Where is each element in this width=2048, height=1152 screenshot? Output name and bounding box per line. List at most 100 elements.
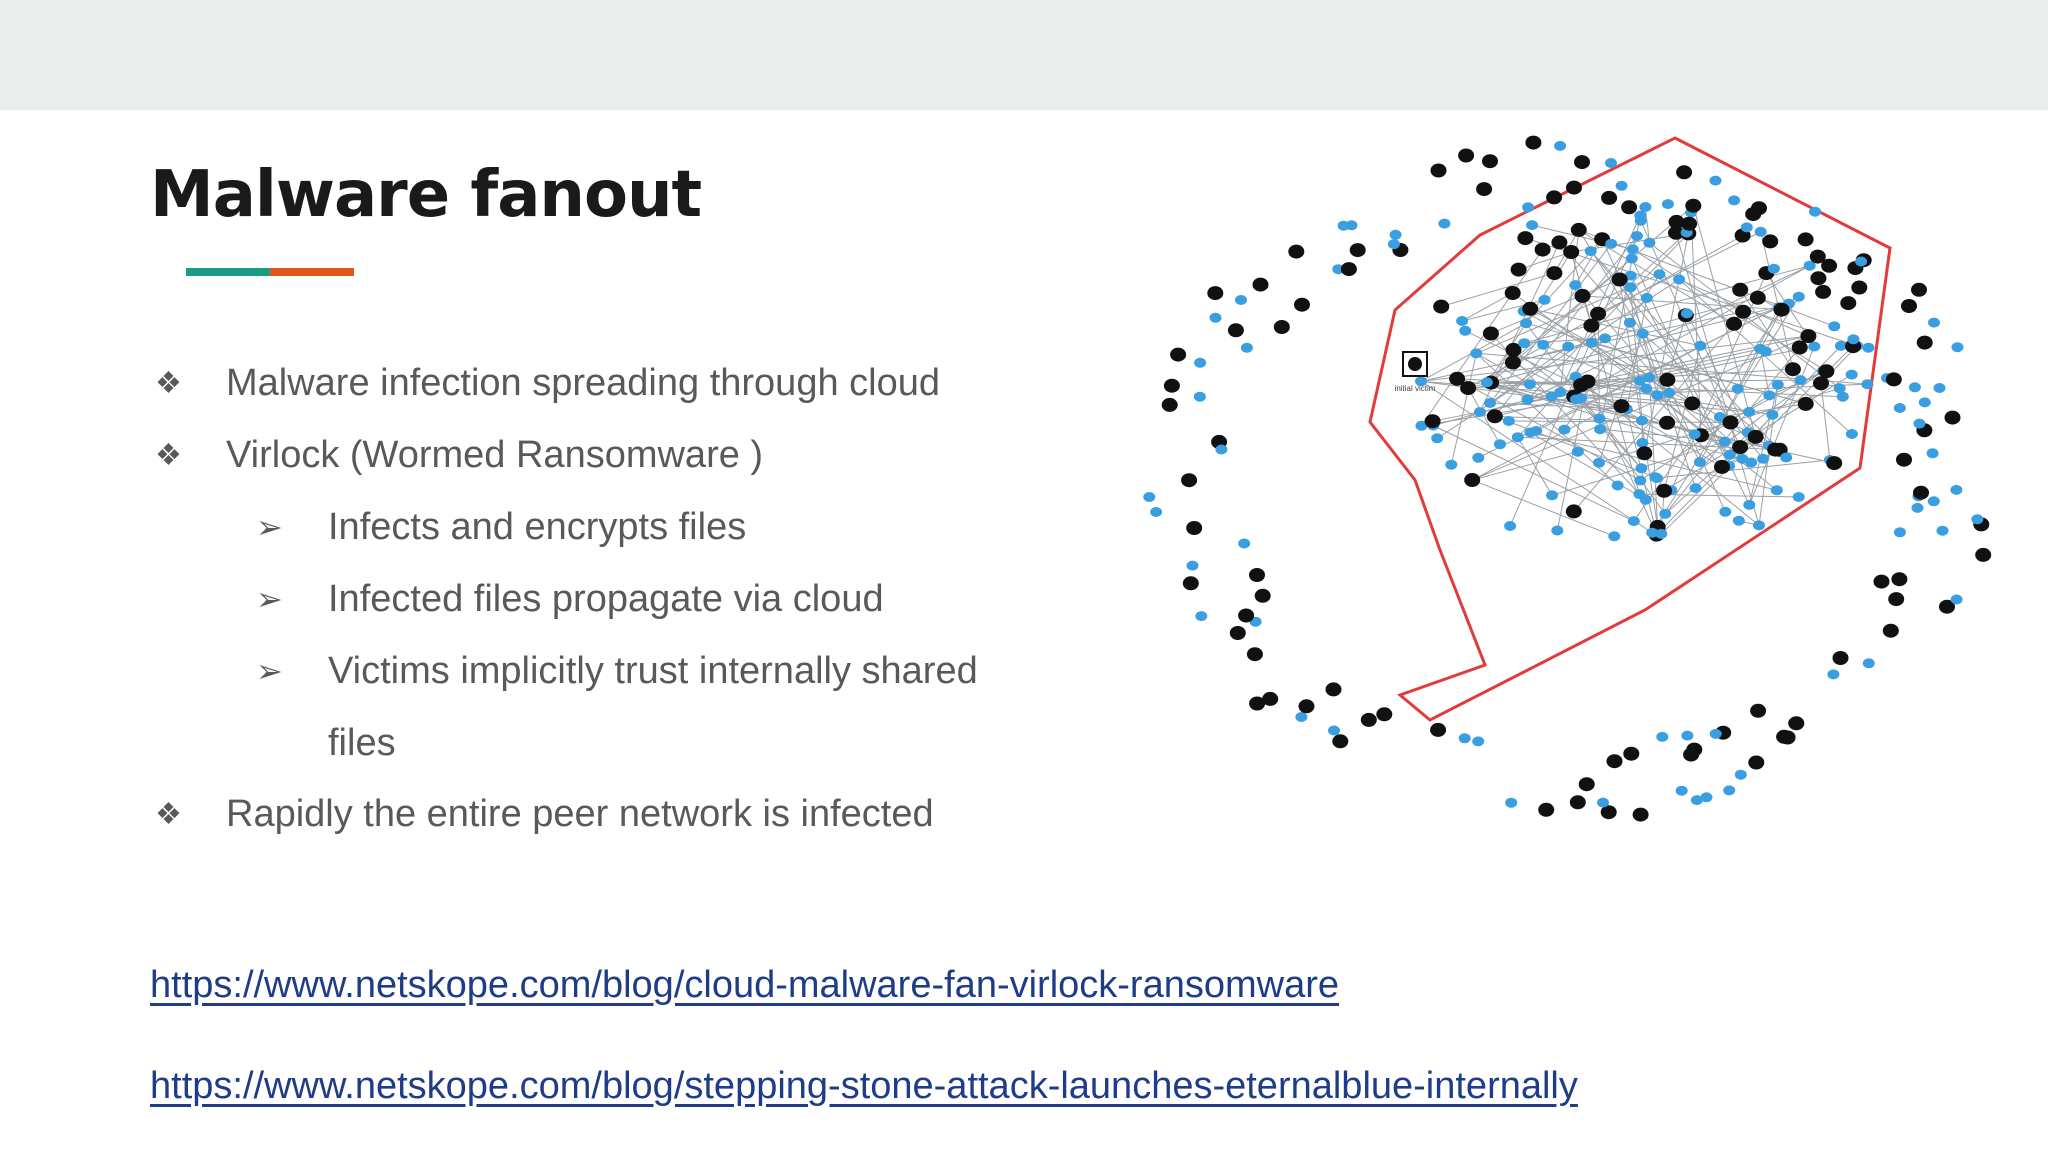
clean-node — [1634, 475, 1647, 486]
infected-node — [1574, 155, 1590, 170]
clean-node — [1908, 382, 1921, 393]
infected-node — [1685, 198, 1702, 213]
reference-link-virlock[interactable]: https://www.netskope.com/blog/cloud-malw… — [150, 964, 1340, 1006]
graph-edge — [1556, 381, 1589, 531]
graph-edge — [1626, 297, 1648, 410]
clean-node — [1688, 429, 1701, 440]
clean-node — [1734, 769, 1747, 780]
clean-node — [1626, 244, 1639, 255]
arrow-bullet-icon: ➢ — [256, 653, 283, 689]
clean-node — [1524, 427, 1537, 438]
clean-node — [1718, 436, 1731, 447]
infected-node — [1590, 306, 1607, 321]
infected-node — [1227, 323, 1244, 338]
clean-node — [1950, 484, 1963, 495]
clean-node — [1295, 712, 1308, 722]
graph-edge — [1468, 368, 1793, 389]
patient-zero-node — [1408, 357, 1422, 371]
infected-node — [1885, 372, 1902, 387]
infected-node — [1565, 504, 1582, 519]
infected-node — [1832, 651, 1849, 665]
clean-node — [1650, 473, 1663, 483]
clean-node — [1728, 195, 1741, 206]
clean-node — [1743, 499, 1756, 510]
graph-edge — [1678, 279, 1853, 435]
clean-node — [1700, 792, 1713, 803]
infected-node — [1821, 258, 1838, 273]
infected-node — [1901, 299, 1917, 313]
graph-edge — [1686, 313, 1749, 433]
graph-edge — [1527, 233, 1689, 401]
infected-node — [1252, 277, 1269, 292]
clean-node — [1526, 220, 1539, 231]
infected-node — [1534, 242, 1551, 257]
patient-zero-marker — [1402, 351, 1428, 377]
clean-node — [1611, 480, 1624, 491]
infected-node — [1791, 340, 1808, 355]
infected-node — [1632, 807, 1649, 822]
clean-node — [1792, 492, 1805, 502]
infected-node — [1460, 381, 1477, 396]
clean-node — [1792, 291, 1805, 302]
infected-node — [1464, 473, 1481, 487]
infected-node — [1896, 452, 1912, 467]
infected-node — [1726, 316, 1742, 331]
infected-node — [1813, 376, 1829, 391]
clean-node — [1522, 202, 1535, 213]
diamond-bullet-icon: ❖ — [155, 438, 182, 472]
clean-node — [1235, 295, 1247, 305]
infected-node — [1546, 266, 1563, 281]
graph-edge — [1597, 231, 1761, 315]
graph-edge — [1517, 436, 1553, 496]
infected-node — [1566, 180, 1582, 195]
clean-node — [1936, 525, 1949, 536]
graph-edge — [1675, 232, 1760, 526]
infected-node — [1749, 290, 1766, 305]
infected-node — [1975, 547, 1992, 562]
clean-node — [1554, 140, 1567, 151]
reference-link-eternalblue[interactable]: https://www.netskope.com/blog/stepping-s… — [150, 1065, 1578, 1107]
infected-node — [1578, 777, 1595, 792]
slide-title: Malware fanout — [150, 158, 702, 232]
clean-node — [1745, 457, 1758, 468]
clean-node — [1472, 736, 1485, 747]
infected-node — [1538, 802, 1555, 817]
infected-node — [1797, 396, 1814, 411]
infected-node — [1668, 225, 1684, 240]
clean-node — [1732, 515, 1745, 526]
infected-node — [1186, 521, 1203, 535]
clean-node — [1240, 342, 1253, 353]
infected-node — [1659, 415, 1676, 430]
infected-node — [1722, 415, 1739, 430]
clean-node — [1472, 452, 1485, 463]
infected-node — [1574, 288, 1591, 303]
graph-edge — [1494, 415, 1656, 478]
clean-node — [1656, 731, 1669, 742]
clean-node — [1150, 507, 1163, 517]
clean-node — [1511, 432, 1524, 443]
infected-node — [1684, 396, 1701, 411]
clean-node — [1480, 377, 1493, 388]
graph-edge — [1467, 387, 1501, 445]
clean-node — [1740, 222, 1753, 233]
clean-node — [1459, 325, 1472, 336]
infected-node — [1229, 626, 1246, 640]
infected-node — [1433, 299, 1450, 314]
infection-boundary — [1368, 136, 1892, 722]
infected-node — [1788, 716, 1805, 731]
infected-node — [1681, 216, 1698, 231]
graph-edge — [1432, 345, 1815, 422]
infected-node — [1504, 286, 1521, 300]
clean-node — [1723, 785, 1736, 796]
infected-node — [1551, 235, 1568, 250]
clean-node — [1615, 180, 1628, 191]
clean-node — [1653, 269, 1666, 280]
clean-node — [1633, 375, 1646, 386]
title-accent-orange — [270, 268, 354, 276]
clean-node — [1193, 391, 1206, 402]
infected-node — [1325, 682, 1342, 697]
clean-node — [1845, 369, 1858, 380]
infected-node — [1288, 244, 1305, 259]
clean-node — [1569, 280, 1582, 291]
graph-edge — [1748, 346, 1815, 506]
